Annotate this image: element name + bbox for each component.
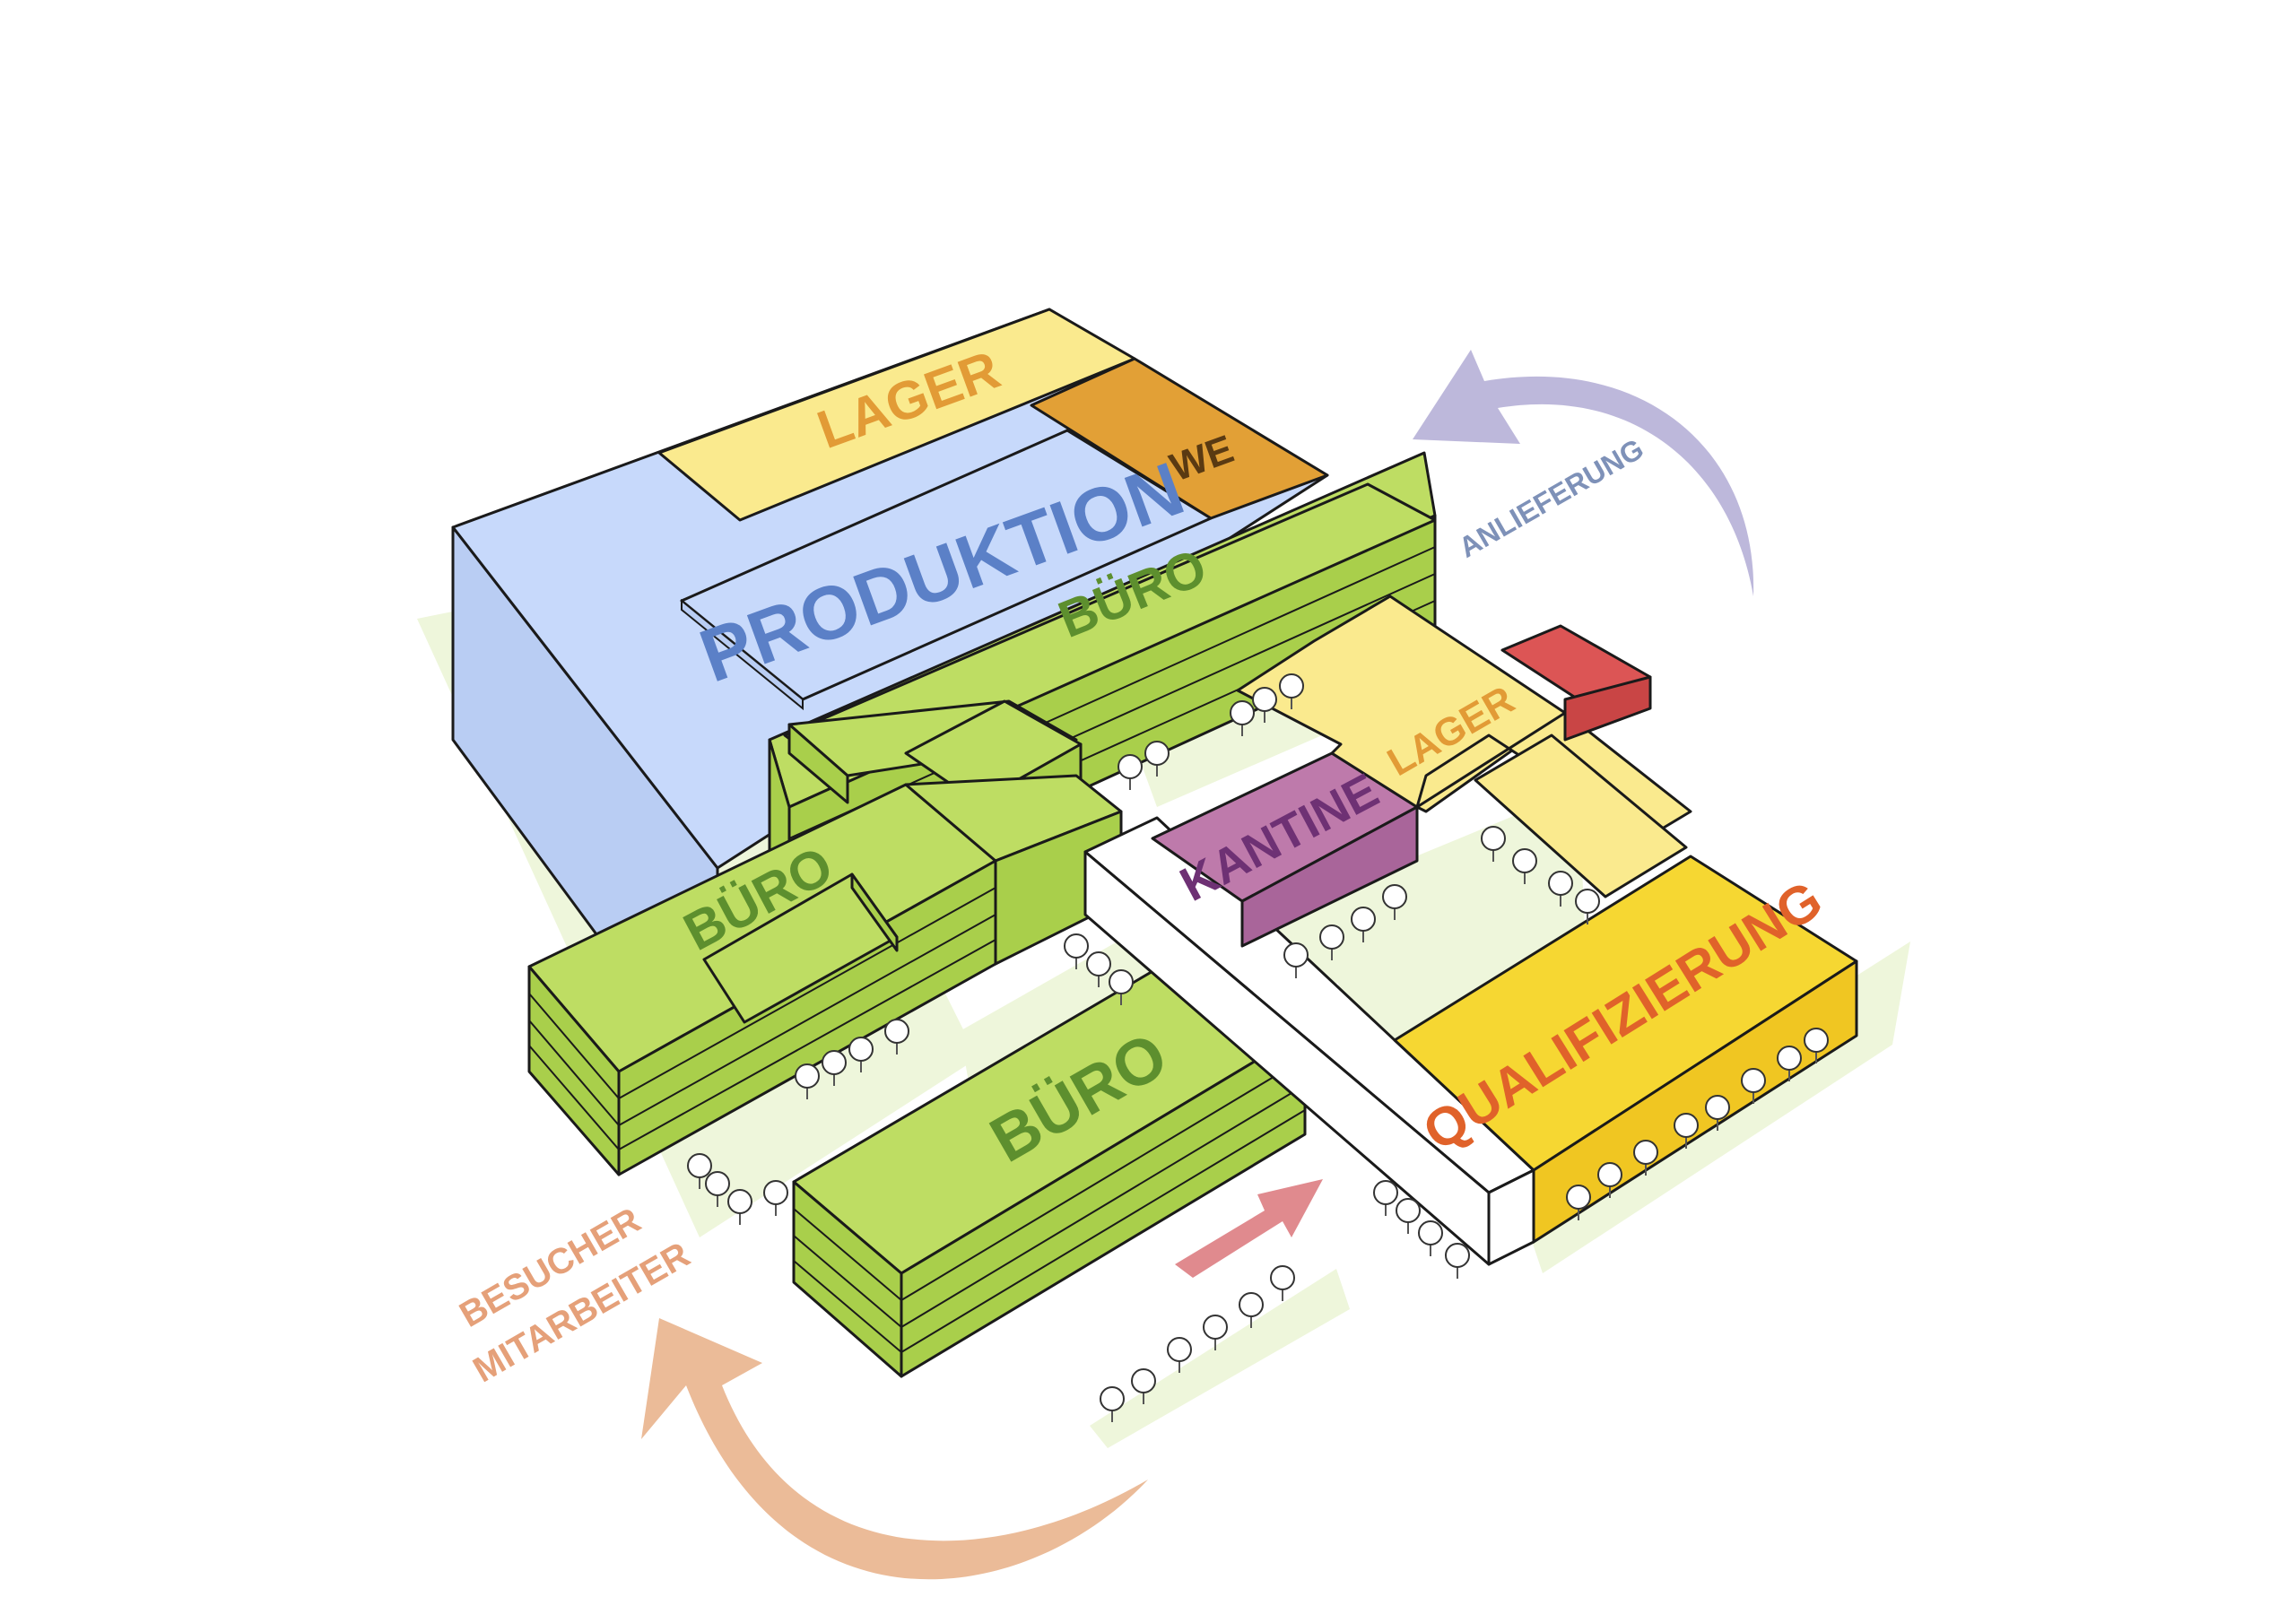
tree-icon — [1270, 1265, 1295, 1301]
besucher-arrow — [641, 1318, 1148, 1580]
tree-icon — [687, 1153, 712, 1189]
arrow-icon — [1175, 1179, 1323, 1278]
tree-icon — [1804, 1028, 1829, 1063]
tree-icon — [1086, 951, 1111, 987]
tree-icon — [1633, 1140, 1658, 1176]
tree-icon — [1279, 673, 1304, 709]
anlieferung-arrow — [1413, 350, 1754, 596]
entry-arrow — [1175, 1179, 1323, 1278]
tree-icon — [727, 1189, 752, 1225]
tree-icon — [1445, 1243, 1470, 1279]
label-anlieferung: ANLIEFERUNG — [1453, 432, 1648, 564]
tree-icon — [1512, 848, 1537, 884]
tree-icon — [1144, 741, 1170, 777]
tree-icon — [795, 1063, 820, 1099]
tree-icon — [1351, 907, 1376, 942]
tree-icon — [1373, 1180, 1398, 1216]
buero-left-block — [527, 774, 1123, 1176]
curved-arrow-icon — [641, 1318, 1148, 1580]
tree-icon — [1239, 1292, 1264, 1328]
tree-icon — [848, 1037, 874, 1072]
tree-icon — [1777, 1046, 1802, 1081]
tree-icon — [1064, 933, 1089, 969]
tree-icon — [705, 1171, 730, 1207]
lager-right-block — [1236, 595, 1692, 898]
tree-icon — [1203, 1315, 1228, 1350]
tree-icon — [1418, 1220, 1443, 1256]
tree-icon — [1396, 1198, 1421, 1234]
tree-icon — [1167, 1337, 1192, 1373]
tree-icon — [1597, 1162, 1622, 1198]
tree-icon — [1575, 889, 1600, 924]
produktion-block — [451, 308, 1329, 1100]
tree-icon — [1283, 942, 1309, 978]
curved-arrow-icon — [1413, 350, 1754, 596]
tree-icon — [1118, 754, 1143, 790]
tree-icon — [1382, 884, 1407, 920]
tree-icon — [1109, 969, 1134, 1005]
tree-icon — [763, 1180, 788, 1216]
tree-icon — [1319, 924, 1344, 960]
tree-icon — [1705, 1095, 1730, 1131]
tree-icon — [1131, 1368, 1156, 1404]
tree-icon — [1566, 1185, 1591, 1220]
tree-icon — [1548, 871, 1573, 907]
tree-icon — [1674, 1113, 1699, 1149]
tree-icon — [1252, 687, 1277, 723]
kantine-block — [1151, 751, 1419, 948]
trees — [687, 673, 1829, 1422]
tree-icon — [822, 1050, 847, 1086]
tree-icon — [884, 1019, 909, 1055]
tree-icon — [1741, 1068, 1766, 1104]
tree-icon — [1481, 826, 1506, 862]
tree-icon — [1230, 700, 1255, 736]
tree-icon — [1100, 1386, 1125, 1422]
